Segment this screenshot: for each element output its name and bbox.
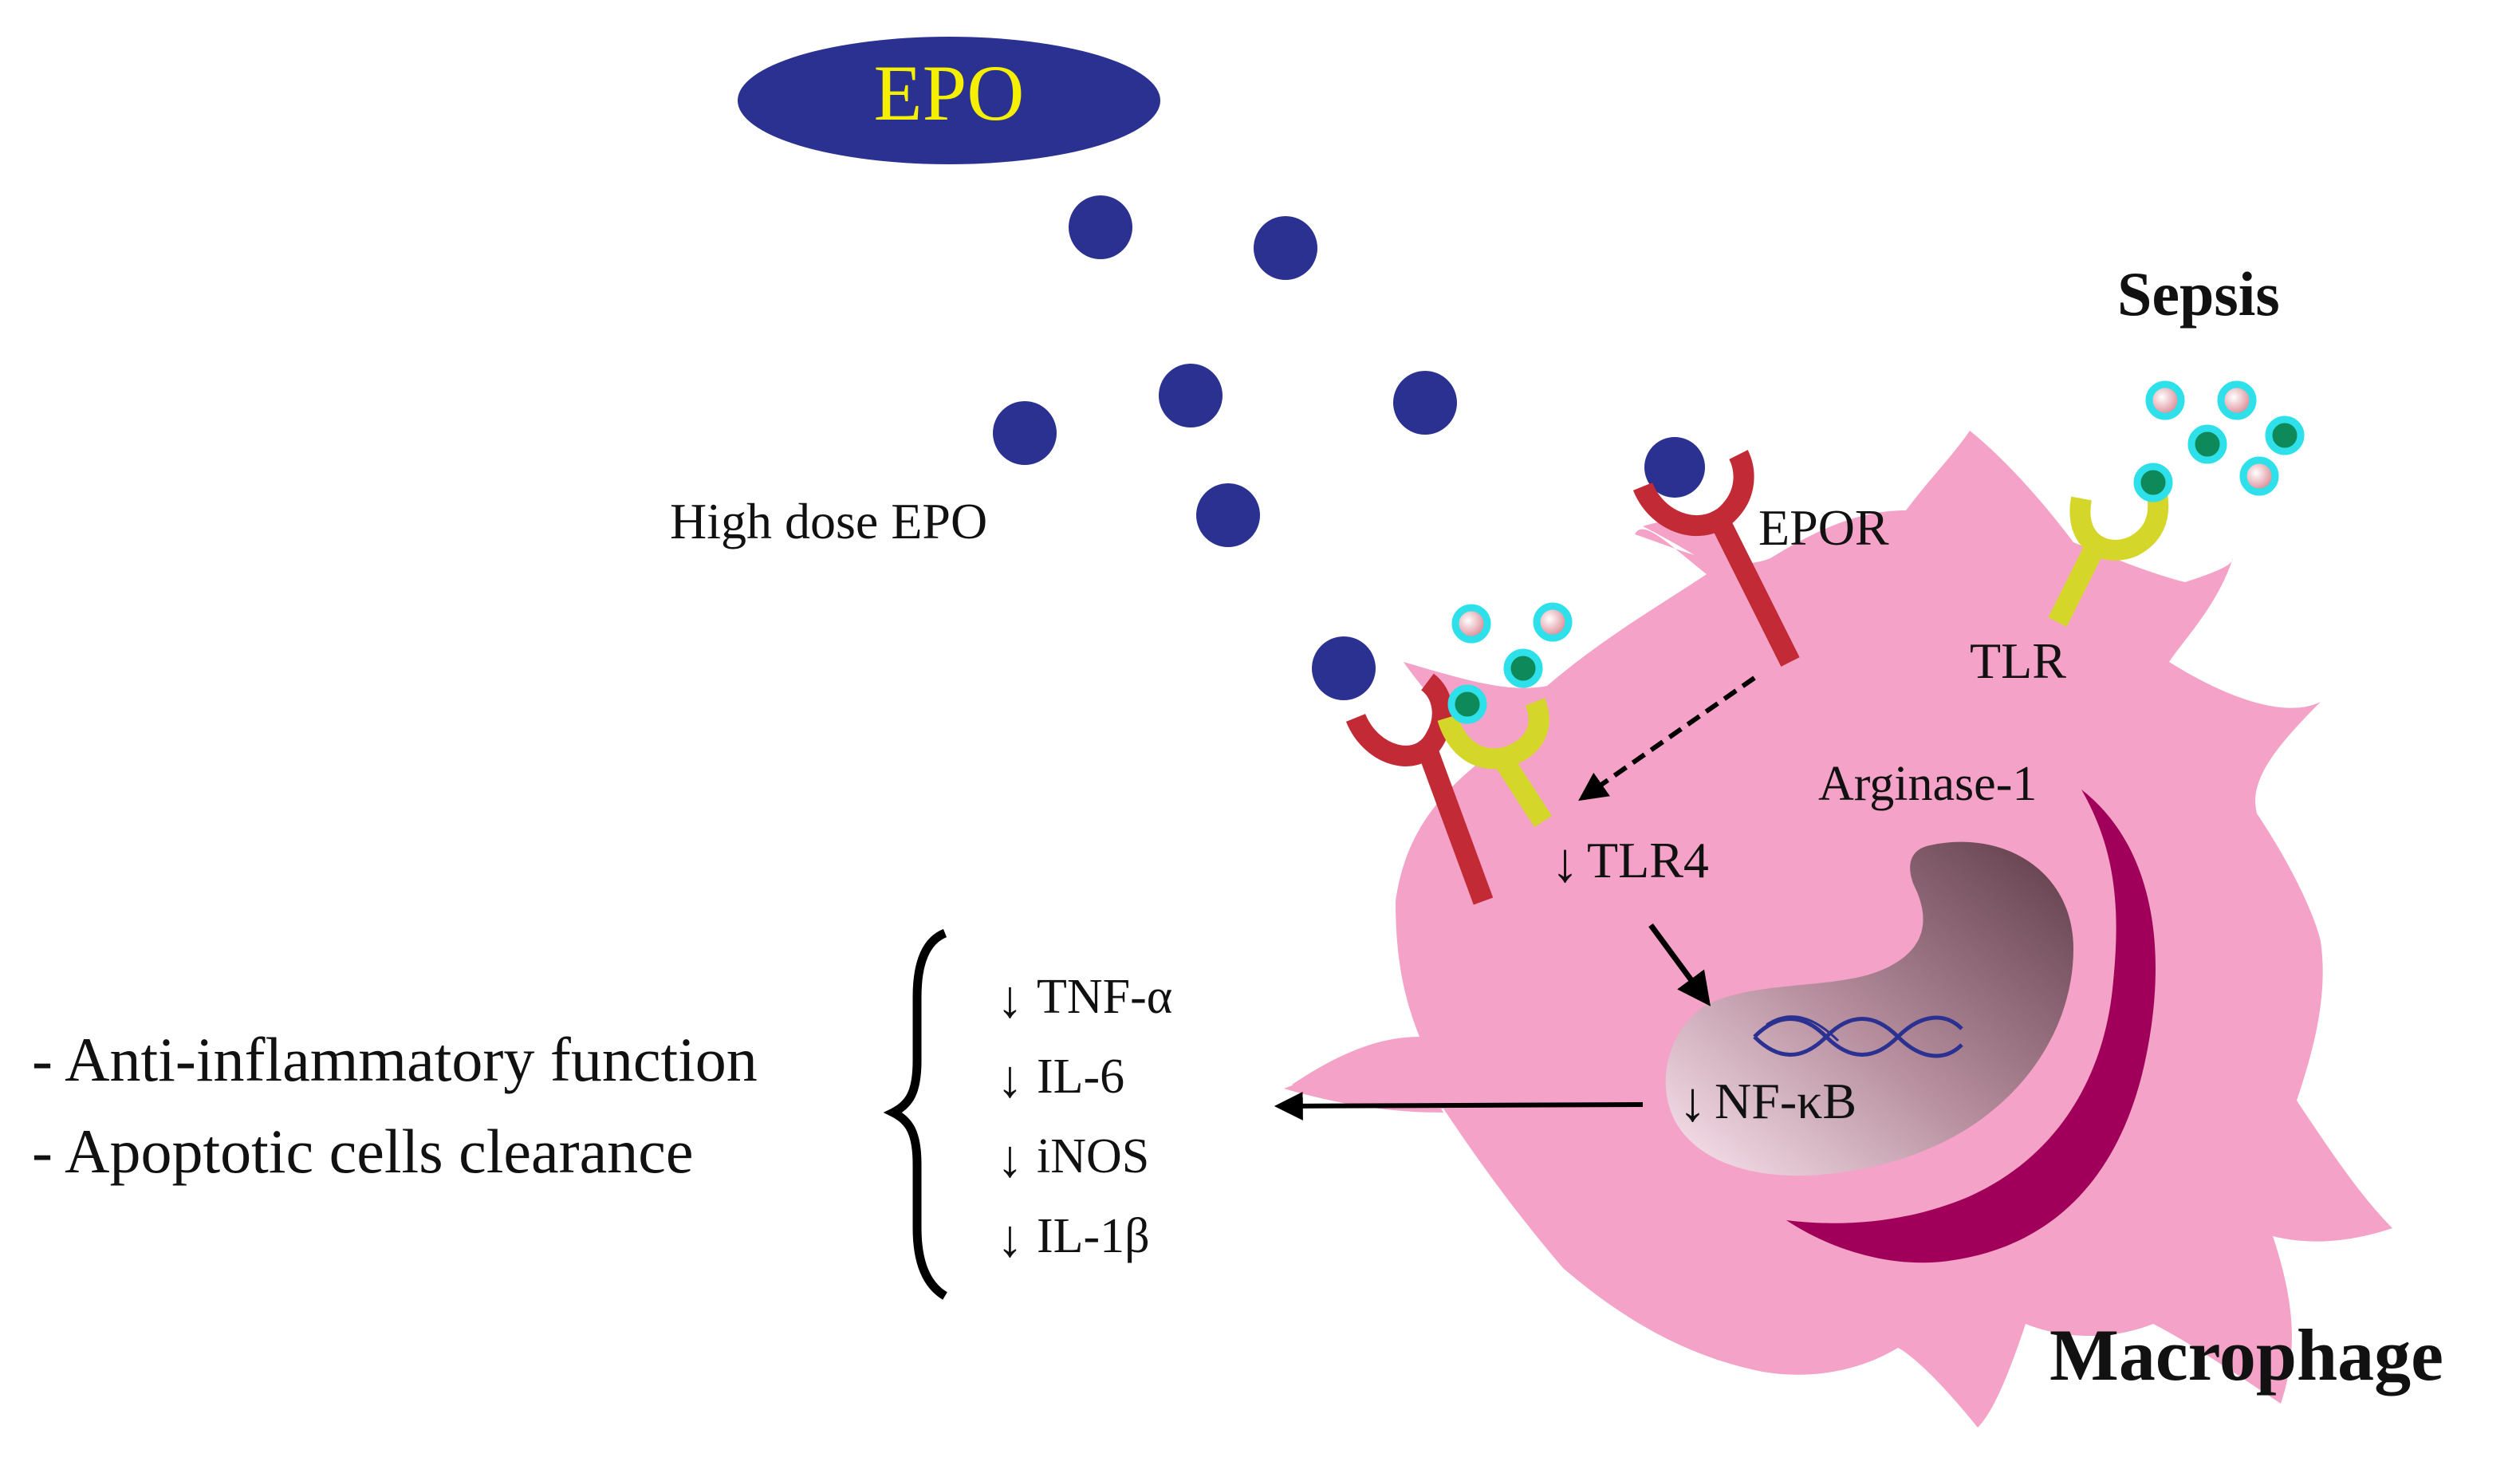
tlr-receptor-left [1437,698,1552,828]
sepsis-label: Sepsis [2117,259,2280,329]
epo-dot [1312,636,1376,700]
cytokine-item: iNOS [1037,1129,1149,1184]
macrophage-cell [1292,431,2392,1428]
dna-helix-icon [1753,1015,1963,1058]
epo-label: EPO [874,49,1025,137]
epor-receptor-top [1632,450,1800,667]
epo-dot [1159,364,1223,427]
epo-dot [1069,195,1132,259]
nfkb-label: NF-κB [1715,1073,1857,1129]
epo-dot [1644,437,1705,498]
sepsis-particles [2133,380,2305,502]
nucleus [1665,841,2073,1176]
arginase-band [1786,790,2156,1263]
epo-ellipse [738,37,1160,164]
function-item: - Anti-inflammatory function [32,1025,758,1094]
cytokine-arrow-down-icon: ↓ [997,1050,1023,1109]
cytokine-item: IL-1β [1037,1209,1150,1263]
cytokine-item: TNF-α [1037,970,1172,1024]
epo-dot [993,401,1057,465]
epo-molecules [993,195,1705,700]
arrow-nfkb-outputs [1274,1091,1644,1121]
cytokine-item: IL-6 [1037,1050,1124,1104]
epo-dot [1393,371,1457,435]
pathogen-particles [1447,602,1573,724]
nfkb-arrow-down-icon: ↓ [1679,1072,1707,1133]
cytokine-list: ↓ TNF-α ↓ IL-6 ↓ iNOS ↓ IL-1β [997,970,1172,1268]
epo-dot [1196,483,1260,547]
epo-dot [1254,216,1317,280]
function-item: - Apoptotic cells clearance [32,1117,693,1186]
high-dose-epo-label: High dose EPO [670,493,987,549]
tlr4-arrow-down-icon: ↓ [1551,833,1579,894]
macrophage-label: Macrophage [2049,1314,2443,1396]
tlr-receptor-right [2048,492,2169,627]
cytokine-arrow-down-icon: ↓ [997,1130,1023,1188]
cytokine-arrow-down-icon: ↓ [997,1210,1023,1268]
arrow-tlr4-nfkb [1648,923,1711,1006]
pseudopod-left [1284,1074,1443,1113]
curly-brace [883,928,948,1300]
epor-label: EPOR [1758,499,1889,556]
arginase-label: Arginase-1 [1818,757,2037,811]
cytokine-arrow-down-icon: ↓ [997,971,1023,1029]
tlr-label: TLR [1970,632,2066,689]
epor-receptor-left [1345,673,1494,905]
function-list: - Anti-inflammatory function - Apoptotic… [32,1025,758,1186]
tlr4-label: TLR4 [1587,832,1709,888]
dashed-arrow-epor-tlr4 [1578,675,1756,802]
